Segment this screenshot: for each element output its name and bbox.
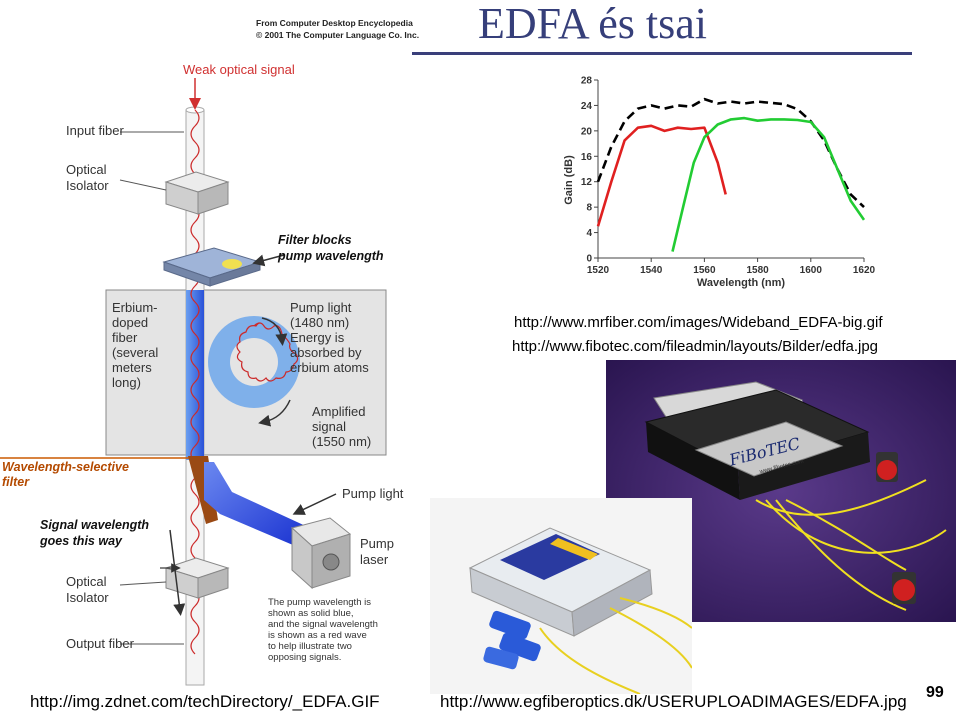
label-erbium-6: long) — [112, 375, 141, 390]
label-erbium-4: (several — [112, 345, 158, 360]
slide-title: EDFA és tsai — [478, 0, 707, 49]
chart-x-tick-label: 1560 — [693, 265, 716, 276]
label-output-fiber: Output fiber — [66, 636, 135, 651]
edfa-diagram: Weak optical signal Input fiber Optical … — [0, 0, 420, 690]
note-line-1: The pump wavelength is — [268, 597, 371, 608]
note-line-4: is shown as a red wave — [268, 630, 367, 641]
label-amplified-2: signal — [312, 419, 346, 434]
label-pump-box-5: erbium atoms — [290, 360, 369, 375]
note-line-2: shown as solid blue, — [268, 608, 354, 619]
label-isolator-bottom-2: Isolator — [66, 590, 109, 605]
url-zdnet[interactable]: http://img.zdnet.com/techDirectory/_EDFA… — [30, 692, 380, 712]
label-erbium-2: doped — [112, 315, 148, 330]
label-pump-box-2: (1480 nm) — [290, 315, 349, 330]
chart-y-tick-label: 16 — [581, 152, 593, 163]
label-isolator-top-2: Isolator — [66, 178, 109, 193]
label-wavelength-selective-1: Wavelength-selective — [2, 460, 129, 474]
label-amplified-3: (1550 nm) — [312, 434, 371, 449]
chart-y-tick-label: 20 — [581, 126, 593, 137]
erbium-ring — [208, 316, 300, 408]
label-wavelength-selective-2: filter — [2, 475, 30, 489]
label-isolator-top-1: Optical — [66, 162, 107, 177]
label-amplified-1: Amplified — [312, 404, 365, 419]
chart-y-tick-label: 28 — [581, 76, 593, 87]
label-isolator-bottom-1: Optical — [66, 574, 107, 589]
label-erbium-3: fiber — [112, 330, 138, 345]
chart-x-tick-label: 1520 — [587, 265, 610, 276]
label-pump-box-4: absorbed by — [290, 345, 362, 360]
label-pump-light: Pump light — [342, 486, 404, 501]
chart-y-tick-label: 4 — [586, 228, 592, 239]
note-line-3: and the signal wavelength — [268, 619, 378, 630]
pump-note: The pump wavelength is shown as solid bl… — [268, 597, 378, 663]
note-line-5: to help illustrate two — [268, 641, 352, 652]
url-egfiber[interactable]: http://www.egfiberoptics.dk/USERUPLOADIM… — [440, 692, 907, 712]
label-signal-wavelength-2: goes this way — [39, 534, 123, 548]
optical-isolator-top — [166, 172, 228, 214]
chart-y-tick-label: 24 — [581, 101, 593, 112]
label-pump-box-1: Pump light — [290, 300, 352, 315]
chart-x-tick-label: 1580 — [746, 265, 769, 276]
label-signal-wavelength-1: Signal wavelength — [40, 518, 149, 532]
label-pump-box-3: Energy is — [290, 330, 345, 345]
chart-y-tick-label: 8 — [586, 203, 592, 214]
label-erbium-5: meters — [112, 360, 152, 375]
label-erbium-1: Erbium- — [112, 300, 158, 315]
filter-block — [164, 248, 260, 286]
label-weak-signal: Weak optical signal — [183, 62, 295, 77]
fibotec-connector-2 — [892, 572, 916, 604]
label-filter-blocks-2: pump wavelength — [277, 249, 384, 263]
egfiber-photo — [430, 498, 692, 694]
label-filter-blocks-1: Filter blocks — [278, 233, 352, 247]
url-mrfiber[interactable]: http://www.mrfiber.com/images/Wideband_E… — [514, 314, 882, 331]
title-underline — [412, 52, 912, 55]
label-pump-laser-1: Pump — [360, 536, 394, 551]
chart-y-label: Gain (dB) — [563, 155, 575, 205]
chart-x-label: Wavelength (nm) — [697, 277, 786, 289]
chart-x-tick-label: 1540 — [640, 265, 663, 276]
label-pump-laser-2: laser — [360, 552, 389, 567]
chart-x-tick-label: 1620 — [853, 265, 876, 276]
note-line-6: opposing signals. — [268, 652, 341, 663]
chart-y-tick-label: 0 — [586, 254, 592, 265]
page-number: 99 — [926, 684, 944, 702]
label-input-fiber: Input fiber — [66, 123, 124, 138]
chart-y-tick-label: 12 — [581, 177, 593, 188]
fibotec-connector-1 — [876, 452, 898, 482]
chart-x-tick-label: 1600 — [800, 265, 823, 276]
url-fibotec[interactable]: http://www.fibotec.com/fileadmin/layouts… — [512, 338, 878, 355]
pump-laser-body — [292, 518, 350, 588]
fiber-blue-section — [186, 290, 204, 460]
